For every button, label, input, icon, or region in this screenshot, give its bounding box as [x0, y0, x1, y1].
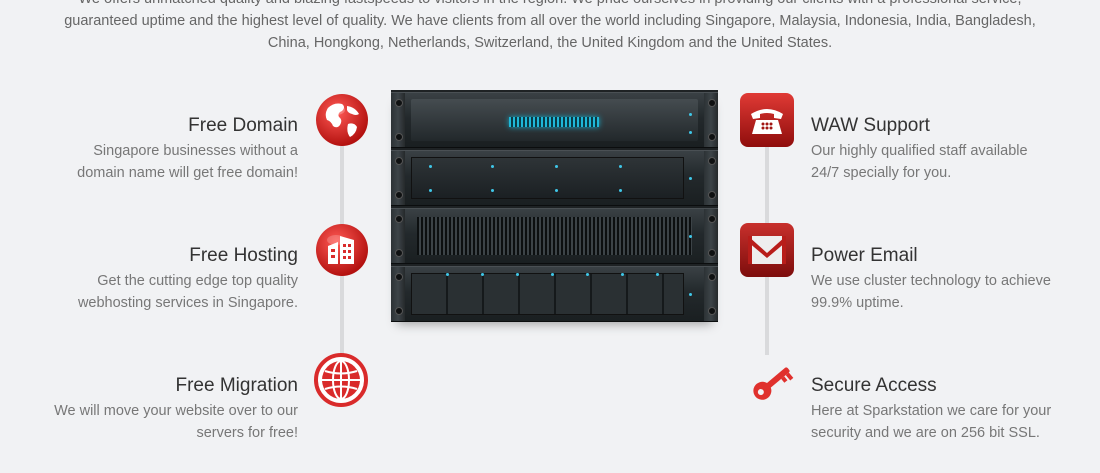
feature-desc-line: Singapore businesses without a	[93, 143, 298, 159]
feature-desc-line: We use cluster technology to achieve	[811, 273, 1051, 289]
feature-desc-line: 24/7 specially for you.	[811, 165, 952, 181]
intro-line-2: guaranteed uptime and the highest level …	[64, 13, 1036, 29]
feature-desc-line: domain name will get free domain!	[77, 165, 298, 181]
mail-icon	[740, 223, 794, 277]
feature-power-email: Power Email We use cluster technology to…	[811, 244, 1071, 314]
feature-title: Power Email	[811, 245, 918, 266]
feature-free-domain: Free Domain Singapore businesses without…	[38, 114, 298, 184]
server-rack-image	[391, 90, 718, 322]
globe-icon	[316, 94, 368, 146]
feature-desc-line: Get the cutting edge top quality	[97, 273, 298, 289]
feature-title: Free Hosting	[189, 245, 298, 266]
feature-title: Free Domain	[188, 115, 298, 136]
server-display	[509, 117, 599, 127]
feature-title: WAW Support	[811, 115, 930, 136]
feature-desc-line: Our highly qualified staff available	[811, 143, 1028, 159]
server-unit-4	[391, 266, 718, 322]
intro-line-3: China, Hongkong, Netherlands, Switzerlan…	[267, 35, 833, 51]
feature-secure-access: Secure Access Here at Sparkstation we ca…	[811, 374, 1071, 444]
server-unit-top	[391, 92, 718, 148]
feature-desc-line: We will move your website over to our	[54, 403, 298, 419]
feature-desc-line: security and we are on 256 bit SSL.	[811, 425, 1040, 441]
feature-title: Free Migration	[175, 375, 299, 396]
key-icon	[753, 367, 794, 400]
intro-paragraph: We offers unmatched quality and blazing …	[40, 0, 1060, 54]
server-unit-3	[391, 208, 718, 264]
feature-desc-line: Here at Sparkstation we care for your	[811, 403, 1052, 419]
server-unit-2	[391, 150, 718, 206]
feature-free-migration: Free Migration We will move your website…	[38, 374, 298, 444]
telephone-icon	[740, 93, 794, 147]
feature-desc-line: servers for free!	[196, 425, 298, 441]
feature-desc-line: webhosting services in Singapore.	[77, 295, 298, 311]
intro-line-1: We offers unmatched quality and blazing …	[40, 0, 1060, 10]
building-icon	[316, 224, 368, 276]
feature-free-hosting: Free Hosting Get the cutting edge top qu…	[38, 244, 298, 314]
globe-grid-icon	[314, 353, 368, 407]
feature-desc-line: 99.9% uptime.	[811, 295, 904, 311]
feature-waw-support: WAW Support Our highly qualified staff a…	[811, 114, 1071, 184]
feature-title: Secure Access	[811, 375, 937, 396]
